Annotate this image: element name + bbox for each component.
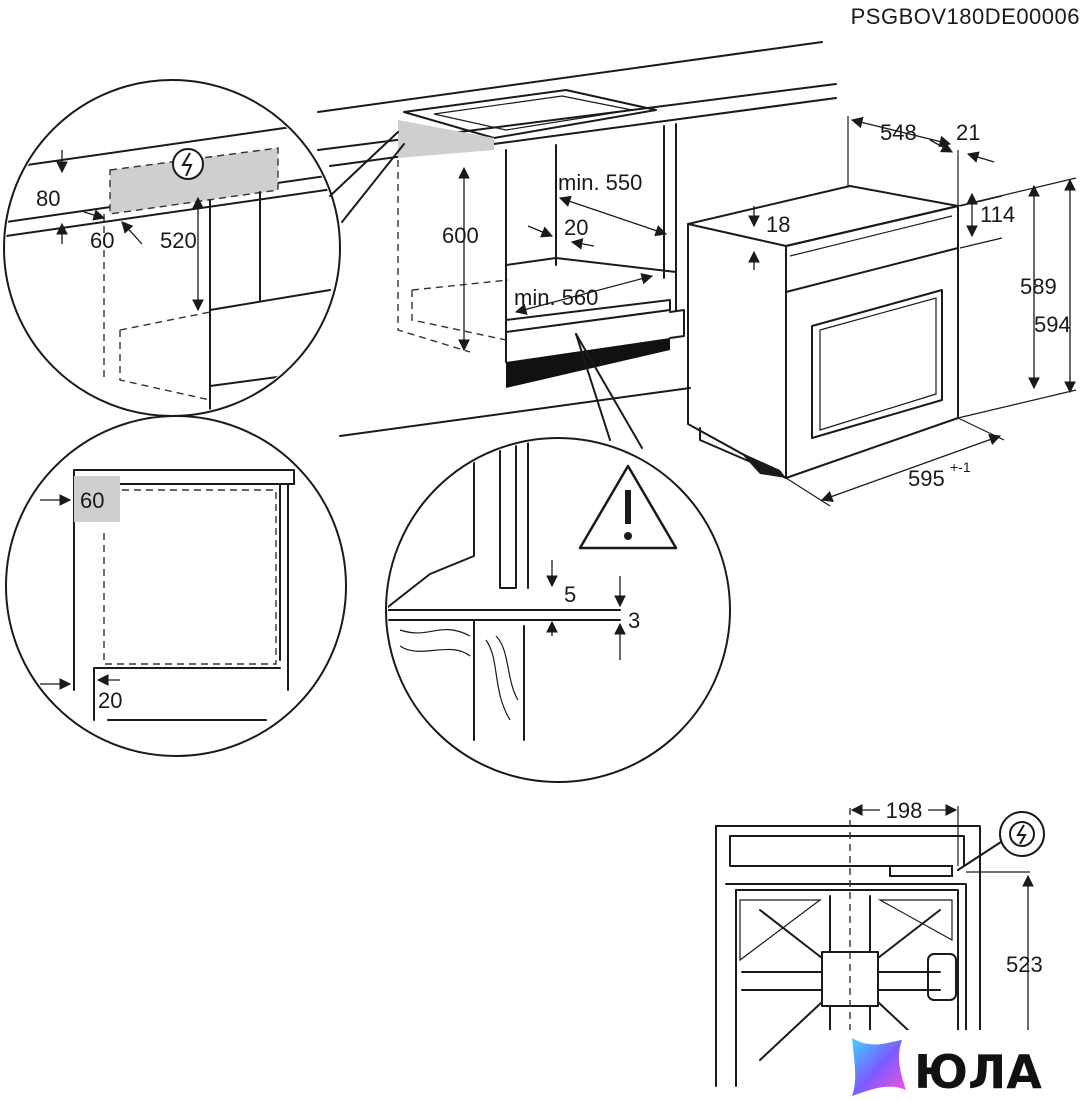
detail-hob-circle: 80 60 520	[3, 79, 341, 417]
dim-oven-body-height: 589	[1020, 274, 1057, 299]
dim-hob-recess: 80	[36, 186, 60, 211]
dim-rear-gap: 20	[564, 215, 588, 240]
dim-oven-width: 595	[908, 466, 945, 491]
oven-top-view: 198 523	[715, 798, 1045, 1087]
dim-door-thickness: 21	[956, 120, 980, 145]
watermark-text: ЮЛА	[914, 1045, 1042, 1099]
dim-hob-side-gap: 60	[90, 228, 114, 253]
yula-watermark-logo: ЮЛА	[826, 1030, 1086, 1100]
warning-triangle-icon	[578, 464, 678, 550]
dim-hob-cutout: 520	[160, 228, 197, 253]
dim-control-panel-height: 114	[980, 202, 1015, 227]
electric-socket-icon	[172, 148, 204, 180]
dim-floor-gap: 3	[628, 608, 640, 633]
dim-oven-depth: 548	[880, 120, 917, 145]
detail-gap-circle: 5 3	[385, 333, 731, 783]
dim-panel-thickness: 18	[766, 212, 790, 237]
document-code: PSGBOV180DE00006	[851, 4, 1080, 29]
dim-shelf-gap: 5	[564, 582, 576, 607]
dim-cabinet-min-width: min. 550	[558, 170, 642, 195]
dim-cabinet-min-depth: min. 560	[514, 285, 598, 310]
dim-oven-width-tolerance: +-1	[950, 459, 971, 475]
dim-base-clearance: 20	[98, 688, 122, 713]
detail-side-clearance-circle: 60 20	[5, 415, 347, 757]
dim-oven-total-height: 594	[1034, 312, 1071, 337]
dim-cabinet-height: 600	[442, 223, 479, 248]
electric-socket-icon-2	[999, 811, 1045, 857]
dim-side-clearance: 60	[80, 488, 104, 513]
dim-socket-height: 523	[1006, 952, 1043, 977]
kitchen-cabinet-view: 600 min. 550 20 min. 560	[317, 41, 837, 437]
oven-view: 548 21 18 114 589 594 595 +-1	[687, 116, 1077, 507]
dim-socket-offset: 198	[886, 798, 923, 823]
